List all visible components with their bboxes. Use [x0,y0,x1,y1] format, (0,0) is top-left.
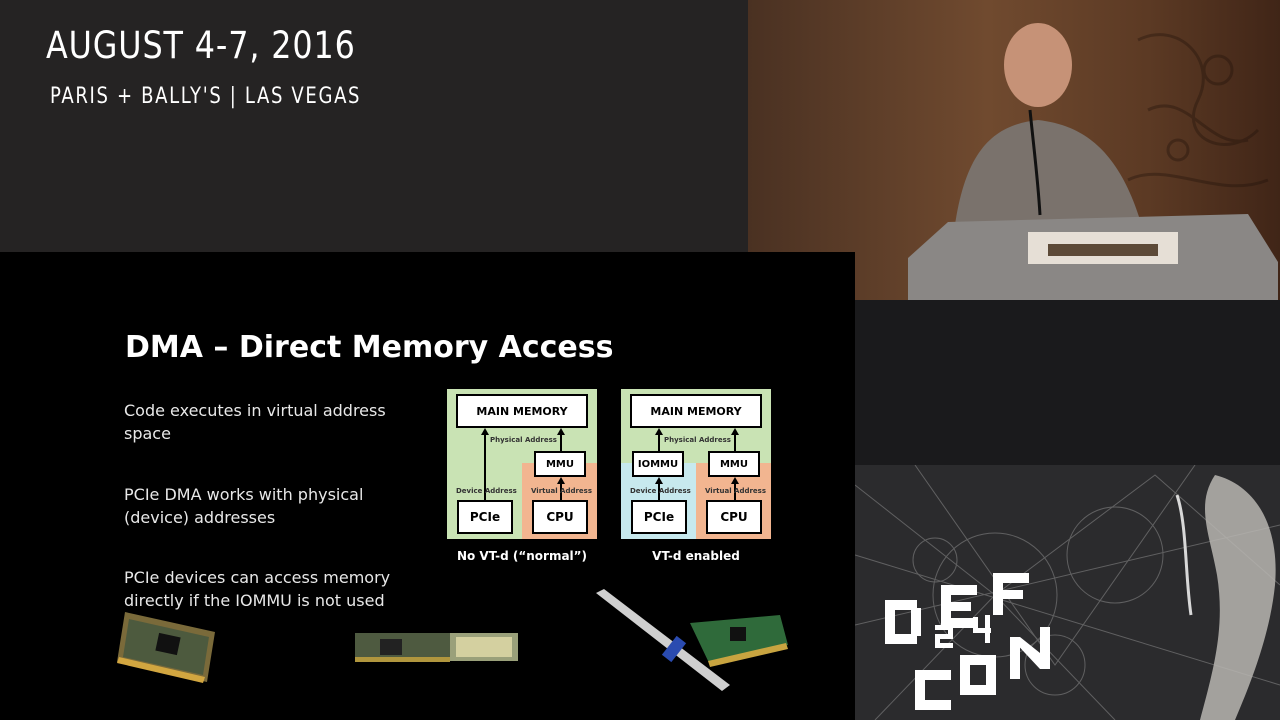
diagram-vtd: MAIN MEMORY Physical Address IOMMU MMU D… [621,389,771,539]
minipcie-card-image [117,612,215,683]
microphone [1028,109,1042,216]
defcon-background-art [855,465,1280,720]
slide-title: DMA – Direct Memory Access [125,330,614,365]
m2-card-image [355,633,518,662]
diagram-no-vtd: MAIN MEMORY Physical Address MMU Device … [447,389,597,539]
main-memory-box: MAIN MEMORY [630,394,762,428]
mmu-box: MMU [534,451,586,477]
virtual-address-label: Virtual Address [705,487,767,495]
cpu-box: CPU [532,500,588,534]
bullet-virtual-address: Code executes in virtual address space [124,401,386,443]
pcie-arrow [655,477,663,484]
podium-slot [1048,244,1158,256]
main-memory-box: MAIN MEMORY [456,394,588,428]
speaker-video [748,0,1280,300]
physical-address-label: Physical Address [664,436,731,444]
physical-address-label: Physical Address [490,436,557,444]
iommu-line [658,433,660,451]
statue-figure [1200,475,1276,720]
iommu-arrow [655,428,663,435]
cpu-arrow [557,477,565,484]
pcie-box: PCIe [457,500,513,534]
speaker-scene [908,23,1278,300]
defcon-24-logo [885,573,1050,710]
pcie-card-image [596,589,788,691]
caption-vtd: VT-d enabled [652,549,740,563]
device-address-label: Device Address [630,487,691,495]
mmu-arrow [731,428,739,435]
bullet-physical-address: PCIe DMA works with physical (device) ad… [124,485,364,527]
virtual-address-label: Virtual Address [531,487,593,495]
pcie-line [484,433,486,501]
iommu-box: IOMMU [632,451,684,477]
statue-arm [1175,494,1193,616]
presentation-slide: DMA – Direct Memory Access Code executes… [0,252,855,720]
cpu-arrow [731,477,739,484]
mmu-box: MMU [708,451,760,477]
cpu-box: CPU [706,500,762,534]
pcie-box: PCIe [631,500,687,534]
defcon-branding-panel [855,300,1280,720]
mmu-arrow [557,428,565,435]
mmu-line [560,433,562,451]
speaker-head [1004,23,1072,107]
cpu-line [734,482,736,501]
device-address-label: Device Address [456,487,517,495]
event-date: AUGUST 4-7, 2016 [46,24,356,67]
pcie-arrow [481,428,489,435]
mmu-line [734,433,736,451]
pcie-line [658,482,660,501]
wall-ornament [1127,33,1269,188]
defcon-logo-art [855,465,1280,720]
caption-no-vtd: No VT-d (“normal”) [456,549,588,563]
cpu-line [560,482,562,501]
bullet-iommu: PCIe devices can access memory directly … [124,568,391,610]
event-venue: PARIS + BALLY'S | LAS VEGAS [50,84,362,109]
